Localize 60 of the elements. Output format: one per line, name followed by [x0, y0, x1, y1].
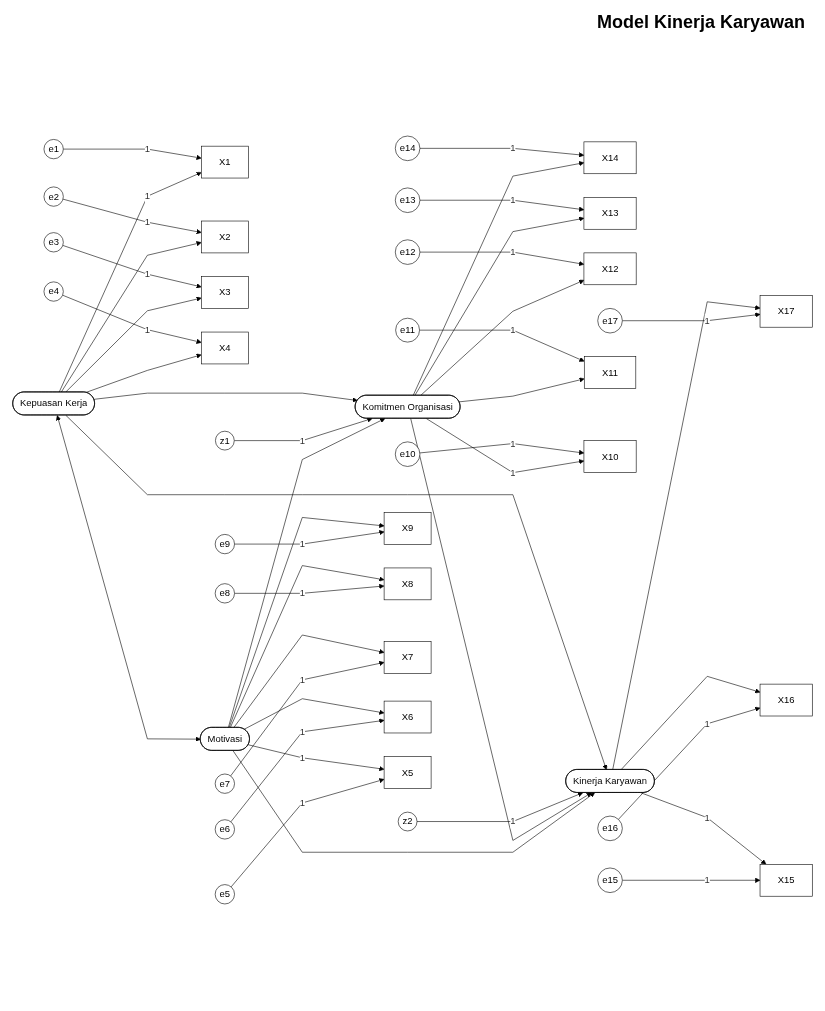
edge-label: 1: [299, 752, 305, 763]
node-box: X10: [583, 440, 637, 473]
node-circle: e9: [214, 534, 235, 555]
node-circle: z1: [215, 430, 235, 451]
edge-label: 1: [144, 268, 151, 279]
node-circle: e15: [597, 867, 623, 893]
node-circle: e5: [214, 884, 235, 905]
edge-label: 1: [299, 435, 305, 446]
edge-label: 1: [144, 143, 151, 154]
node-box: X6: [383, 700, 432, 734]
node-box: X14: [583, 141, 637, 175]
node-box: X1: [201, 145, 249, 179]
node-circle: e11: [395, 317, 420, 343]
edge-label: 1: [299, 726, 305, 737]
node-box: X12: [583, 252, 637, 286]
node-circle: e1: [43, 139, 64, 160]
edge-label: 1: [510, 143, 516, 154]
edge-label: 1: [510, 438, 516, 449]
edge-label: 1: [510, 194, 516, 205]
node-circle: e17: [597, 308, 623, 334]
node-circle: e7: [214, 773, 235, 794]
node-box: X2: [201, 220, 249, 254]
edge-label: 1: [299, 674, 305, 685]
node-circle: e10: [395, 441, 421, 467]
node-box: X5: [383, 756, 432, 789]
node-circle: e12: [395, 239, 421, 265]
node-box: X8: [383, 567, 432, 601]
node-box: X16: [759, 683, 813, 717]
node-box: X9: [383, 512, 432, 545]
node-box: X7: [383, 641, 432, 674]
node-circle: e16: [597, 815, 623, 841]
node-circle: e6: [214, 819, 235, 840]
node-box: X13: [583, 197, 637, 230]
node-box: X17: [759, 295, 813, 328]
edge-label: 1: [299, 588, 305, 599]
edge-label: 1: [144, 190, 151, 201]
node-circle: e3: [43, 232, 64, 253]
edge-label: 1: [510, 246, 516, 257]
diagram-title: Model Kinerja Karyawan: [595, 12, 805, 33]
node-box: X4: [201, 331, 249, 365]
node-box: X3: [201, 276, 249, 309]
edge-label: 1: [144, 216, 151, 227]
node-circle: e8: [214, 583, 235, 604]
node-circle: e4: [43, 281, 64, 302]
edge-label: 1: [704, 718, 710, 729]
edge-label: 1: [510, 324, 516, 335]
node-circle: z2: [397, 811, 418, 832]
node-circle: e2: [43, 186, 64, 207]
edge-label: 1: [704, 315, 710, 326]
node-circle: e13: [395, 187, 421, 213]
node-box: X15: [759, 864, 813, 897]
edge-label: 1: [510, 467, 516, 478]
edge-label: 1: [704, 812, 710, 823]
edge-label: 1: [299, 797, 305, 808]
node-circle: e14: [395, 135, 421, 161]
edge-label: 1: [144, 324, 151, 335]
edge-label: 1: [299, 538, 305, 549]
node-box: X11: [584, 356, 637, 389]
edge-label: 1: [704, 874, 710, 885]
edge-label: 1: [510, 816, 516, 827]
